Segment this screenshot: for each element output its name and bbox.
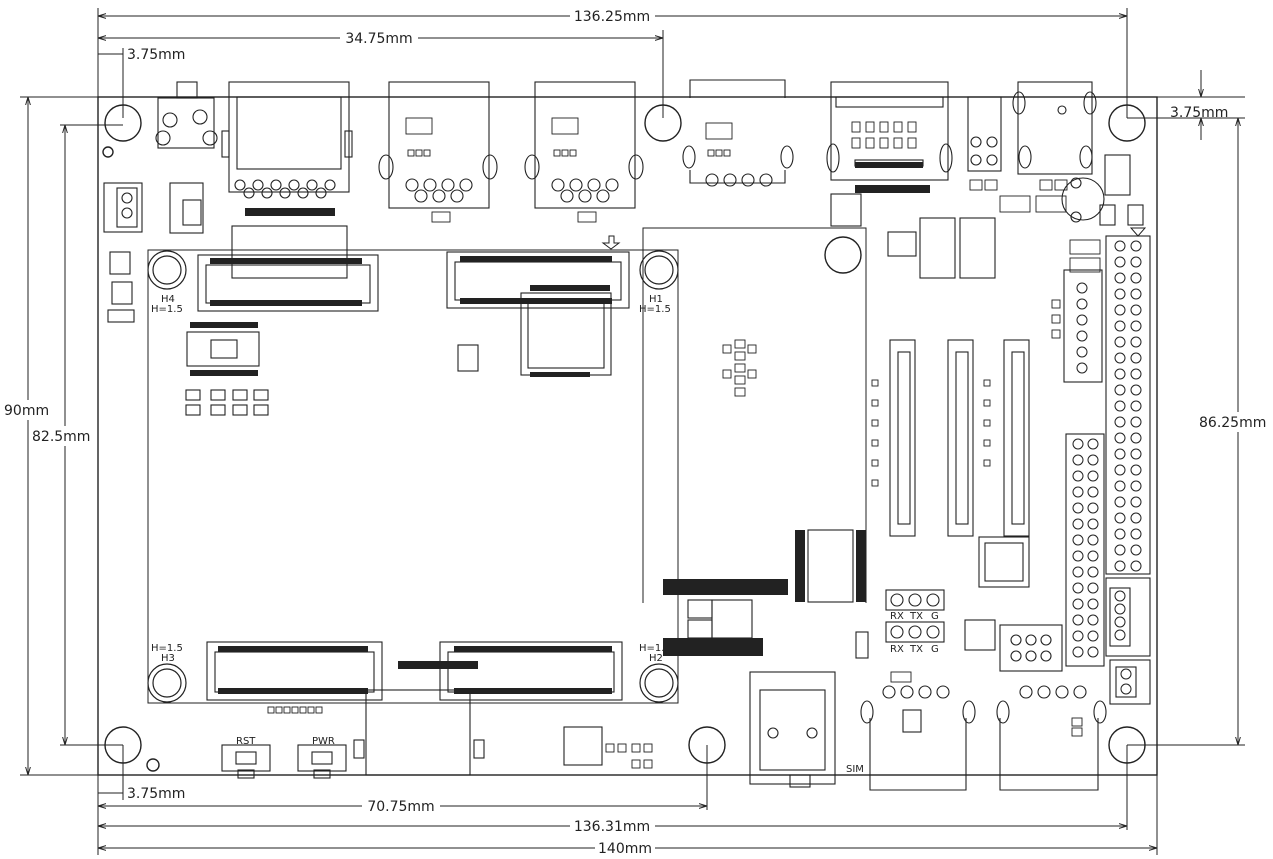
pin-rows bbox=[190, 162, 930, 694]
label-h4-height: H=1.5 bbox=[151, 304, 183, 315]
mounting-hole-bottom-right bbox=[1108, 726, 1146, 764]
sim-label: SIM bbox=[846, 764, 864, 775]
module-standoffs bbox=[147, 250, 679, 703]
mounting-holes bbox=[102, 104, 1146, 772]
label-h1: H1 bbox=[649, 294, 663, 305]
pwr-label: PWR bbox=[312, 736, 335, 747]
label-h2: H2 bbox=[649, 653, 663, 664]
dim-top-left-3-75: 3.75mm bbox=[127, 47, 185, 63]
core-module-outline bbox=[147, 227, 867, 704]
top-connectors bbox=[155, 79, 1144, 226]
uart1-tx-label: TX bbox=[909, 611, 923, 622]
board-outline bbox=[97, 96, 1158, 776]
mounting-hole-top-mid bbox=[644, 104, 682, 142]
uart1-rx-label: RX bbox=[890, 611, 904, 622]
bottom-components bbox=[221, 599, 1107, 791]
mounting-hole-top-left bbox=[104, 104, 142, 142]
label-h3: H3 bbox=[161, 653, 175, 664]
mounting-hole-bottom-left bbox=[104, 726, 142, 764]
standoff-labels: H4 H=1.5 H1 H=1.5 H=1.5 H3 H=1.5 H2 bbox=[151, 294, 671, 664]
uart2-tx-label: TX bbox=[909, 644, 923, 655]
uart2-rx-label: RX bbox=[890, 644, 904, 655]
uart1-g-label: G bbox=[931, 611, 939, 622]
dim-bottom-70-75: 70.75mm bbox=[367, 799, 434, 815]
dim-left-90: 90mm bbox=[4, 403, 49, 419]
mounting-hole-bottom-mid bbox=[688, 726, 726, 764]
dim-bottom-140: 140mm bbox=[598, 841, 652, 857]
silkscreen-labels: RX TX G RX TX G RST PWR SIM bbox=[236, 611, 939, 775]
label-h4: H4 bbox=[161, 294, 175, 305]
rst-label: RST bbox=[236, 736, 256, 747]
dim-top-34-75: 34.75mm bbox=[345, 31, 412, 47]
label-h3-height: H=1.5 bbox=[151, 643, 183, 654]
dim-right-86-25: 86.25mm bbox=[1199, 415, 1266, 431]
left-components bbox=[103, 182, 269, 416]
smd-pads bbox=[267, 117, 1101, 769]
orientation-arrow-icon bbox=[601, 227, 1147, 250]
dim-right-3-75: 3.75mm bbox=[1170, 105, 1228, 121]
dim-bottom-3-75: 3.75mm bbox=[127, 786, 185, 802]
dimension-lines bbox=[20, 8, 1245, 855]
uart2-g-label: G bbox=[931, 644, 939, 655]
dimension-labels: 136.25mm 34.75mm 3.75mm 3.75mm 90mm 82.5… bbox=[4, 9, 1266, 857]
gpio-header-pins bbox=[1072, 240, 1142, 695]
dim-bottom-136-31: 136.31mm bbox=[574, 819, 650, 835]
mounting-hole-top-right bbox=[1108, 104, 1146, 142]
dim-left-82-5: 82.5mm bbox=[32, 429, 90, 445]
label-h2-height: H=1.5 bbox=[639, 643, 671, 654]
dim-top-136-25: 136.25mm bbox=[574, 9, 650, 25]
label-h1-height: H=1.5 bbox=[639, 304, 671, 315]
module-connectors bbox=[197, 193, 1151, 705]
